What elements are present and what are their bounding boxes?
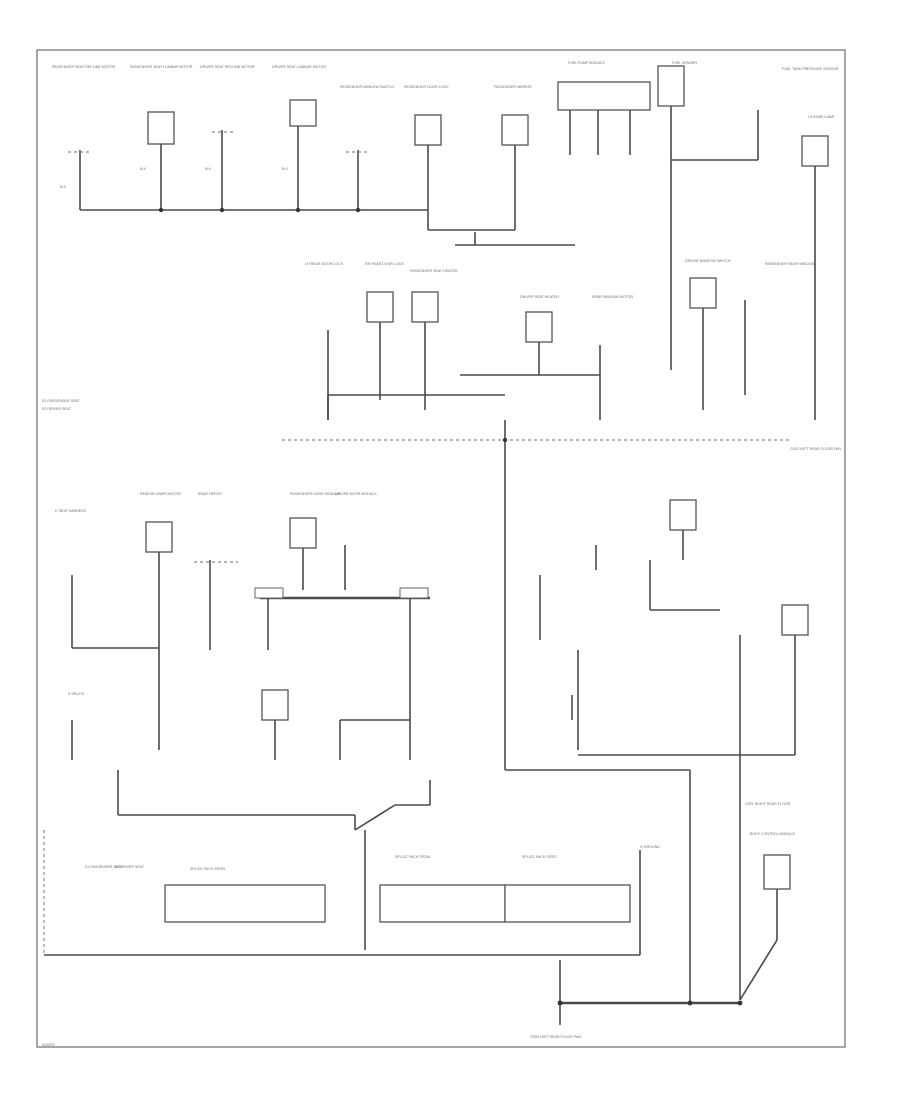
component-fuel-pump: FUEL PUMP MODULE — [557, 61, 651, 155]
label-s-splice: S SPLICE — [68, 692, 85, 696]
component-box — [669, 499, 697, 531]
component-drv-door-module: DRIVER DOOR MODULE — [335, 492, 377, 590]
label-drv-window-sw: DRIVER WINDOW SWITCH — [685, 259, 731, 263]
legend-b: S2 DRIVER SEAT — [42, 407, 72, 411]
label-rh-rear-door-lock: RH REAR DOOR LOCK — [365, 262, 404, 266]
component-ps-mirror: PASSENGER MIRROR — [494, 85, 532, 230]
component-box — [781, 604, 809, 636]
component-drv-seat-heater: DRIVER SEAT HEATER — [460, 295, 600, 376]
label-ps-window-sw: PASSENGER WINDOW SWITCH — [340, 85, 394, 89]
component-ps-door-module: PASSENGER DOOR MODULE — [289, 492, 341, 590]
component-ps-door-lock: PASSENGER DOOR LOCK — [404, 85, 449, 230]
label-splice-pack-b: SPLICE PACK SP206 — [395, 855, 430, 859]
label-drv-seat-lumbar: DRIVER SEAT LUMBAR MOTOR — [272, 65, 326, 69]
pin-label: BLK — [282, 167, 289, 171]
label-c-seat-harness: C SEAT HARNESS — [55, 509, 87, 513]
component-license-lamp: LICENSE LAMP — [801, 115, 835, 420]
label-rear-defog: REAR DEFOG — [198, 492, 222, 496]
label-ps-rear-window: PASSENGER REAR WINDOW — [765, 262, 815, 266]
splice-pack-a: SPLICE PACK SP205 — [164, 867, 326, 923]
component-drv-window-sw: DRIVER WINDOW SWITCH — [685, 259, 731, 410]
component-rear-window-motor: REAR WINDOW MOTOR — [592, 295, 633, 420]
legend-a: S1 PASSENGER SEAT — [42, 399, 80, 403]
component-rear-defog: REAR DEFOG — [194, 492, 238, 650]
component-lh-rear-door-lock: LH REAR DOOR LOCK — [305, 262, 344, 420]
label-g-ground: G GROUND — [640, 845, 660, 849]
legend-a: S1 PASSENGER SEAT — [85, 865, 123, 869]
component-ps-rear-window: PASSENGER REAR WINDOW — [744, 262, 815, 395]
diagram-frame — [36, 49, 846, 1048]
splice-pack-c: SPLICE PACK SP207 — [504, 855, 631, 923]
component-ps-window-sw: PASSENGER WINDOW SWITCH — [340, 85, 394, 210]
legend-b: S2 DRIVER SEAT — [115, 865, 145, 869]
label-fuel-tank-pressure: FUEL TANK PRESSURE SENSOR — [782, 67, 839, 71]
label-body-control: BODY CONTROL MODULE — [750, 832, 796, 836]
component-rear-blower: REAR BLOWER MOTOR — [140, 492, 181, 750]
label-drv-seat-recline: DRIVER SEAT RECLINE MOTOR — [200, 65, 255, 69]
pin-label: BLK — [140, 167, 147, 171]
label-ground-note: G303 LEFT REAR FLOOR PAN — [530, 1035, 581, 1039]
component-drv-seat-lumbar: DRIVER SEAT LUMBAR MOTOR — [272, 65, 326, 210]
component-body-control: BODY CONTROL MODULE — [739, 832, 796, 1001]
label-drv-door-module: DRIVER DOOR MODULE — [335, 492, 377, 496]
label-ground-note: G303 LEFT REAR FLOOR PAN — [790, 447, 841, 451]
label-ground-bottom: G301 RIGHT REAR FLOOR — [745, 802, 791, 806]
label-ps-door-lock: PASSENGER DOOR LOCK — [404, 85, 449, 89]
component-box — [261, 689, 289, 721]
label-ps-seat-recline: PASSENGER SEAT RECLINE MOTOR — [52, 65, 115, 69]
label-ps-seat-lumbar: PASSENGER SEAT LUMBAR MOTOR — [130, 65, 193, 69]
label-fuel-pump: FUEL PUMP MODULE — [568, 61, 605, 65]
label-rear-blower: REAR BLOWER MOTOR — [140, 492, 181, 496]
component-ps-seat-recline: PASSENGER SEAT RECLINE MOTOR — [52, 65, 115, 210]
pin-label: BLK — [60, 185, 67, 189]
component-fuel-tank-pressure: FUEL TANK PRESSURE SENSOR — [671, 67, 839, 161]
label-ps-door-module: PASSENGER DOOR MODULE — [290, 492, 341, 496]
pin-label: BLK — [205, 167, 212, 171]
label-fuel-sender: FUEL SENDER — [672, 61, 697, 65]
label-ps-mirror: PASSENGER MIRROR — [494, 85, 532, 89]
label-ps-seat-heater: PASSENGER SEAT HEATER — [410, 269, 458, 273]
component-ps-seat-heater: PASSENGER SEAT HEATER — [410, 269, 458, 410]
component-fuel-sender: FUEL SENDER — [657, 61, 697, 370]
label-license-lamp: LICENSE LAMP — [808, 115, 835, 119]
label-rear-window-motor: REAR WINDOW MOTOR — [592, 295, 633, 299]
footer-code: A000000 — [42, 1043, 55, 1047]
component-drv-seat-recline: DRIVER SEAT RECLINE MOTOR — [200, 65, 255, 210]
label-splice-pack-a: SPLICE PACK SP205 — [190, 867, 225, 871]
component-ps-seat-lumbar: PASSENGER SEAT LUMBAR MOTOR — [130, 65, 193, 210]
splice-pack-b: SPLICE PACK SP206 — [379, 855, 506, 923]
label-lh-rear-door-lock: LH REAR DOOR LOCK — [305, 262, 344, 266]
label-splice-pack-c: SPLICE PACK SP207 — [522, 855, 557, 859]
component-rh-rear-door-lock: RH REAR DOOR LOCK — [365, 262, 404, 400]
label-drv-seat-heater: DRIVER SEAT HEATER — [520, 295, 559, 299]
